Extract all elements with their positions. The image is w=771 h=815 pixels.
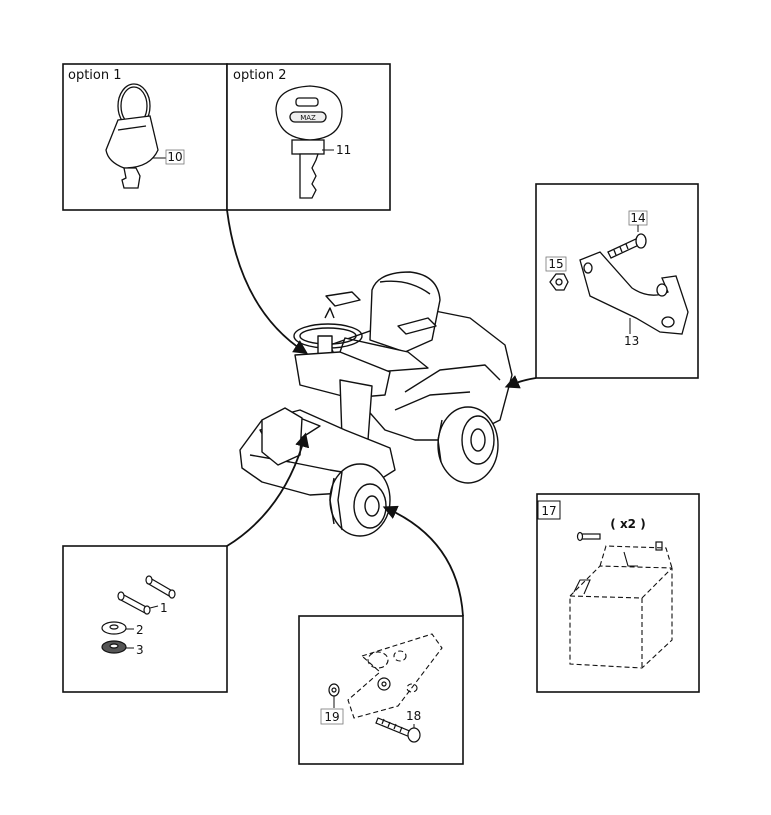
battery-panel: 17 ( x2 ) <box>536 493 700 693</box>
callout-15: 15 <box>548 257 563 271</box>
washer-2-icon <box>101 621 127 635</box>
nut-15-icon <box>549 273 569 291</box>
riding-mower-illustration <box>239 271 513 537</box>
battery-icon <box>569 545 673 669</box>
leader-pins-to-front <box>226 432 310 547</box>
bolt-18-icon <box>375 717 421 743</box>
callout-13: 13 <box>624 334 639 348</box>
axle-housing-icon <box>347 633 443 719</box>
pins-panel: 1 2 3 <box>62 545 228 693</box>
callout-11: 11 <box>336 143 351 157</box>
leader-option-to-ignition <box>226 209 309 354</box>
key-option-2-icon: MAZ <box>275 85 343 199</box>
callout-3: 3 <box>136 643 144 657</box>
callout-1: 1 <box>160 601 168 615</box>
callout-10: 10 <box>167 150 182 164</box>
leader-lines <box>226 209 537 617</box>
bolt-14-icon <box>607 233 647 259</box>
callout-19: 19 <box>324 710 339 724</box>
key-option-1-icon <box>105 83 159 189</box>
bracket-13-icon <box>579 251 689 335</box>
battery-bolt-icon <box>576 531 663 551</box>
option-2-title: option 2 <box>233 68 287 83</box>
option-1-panel: option 1 10 <box>62 63 228 211</box>
spacer-icon <box>377 677 391 691</box>
option-1-title: option 1 <box>68 68 122 83</box>
callout-14: 14 <box>630 211 645 225</box>
battery-quantity: ( x2 ) <box>610 517 645 531</box>
option-2-panel: option 2 MAZ 11 <box>226 63 391 211</box>
axle-panel: 19 18 <box>298 615 464 765</box>
callout-17: 17 <box>541 504 556 518</box>
pin-icon <box>117 575 176 615</box>
bracket-panel: 14 15 13 <box>535 183 699 379</box>
callout-18: 18 <box>406 709 421 723</box>
callout-2: 2 <box>136 623 144 637</box>
leader-axle-to-wheel <box>382 505 464 617</box>
key-brand-label: MAZ <box>300 114 316 122</box>
washer-3-icon <box>101 640 127 654</box>
leader-bracket-to-fender <box>504 375 537 389</box>
washer-19-icon <box>328 683 340 697</box>
